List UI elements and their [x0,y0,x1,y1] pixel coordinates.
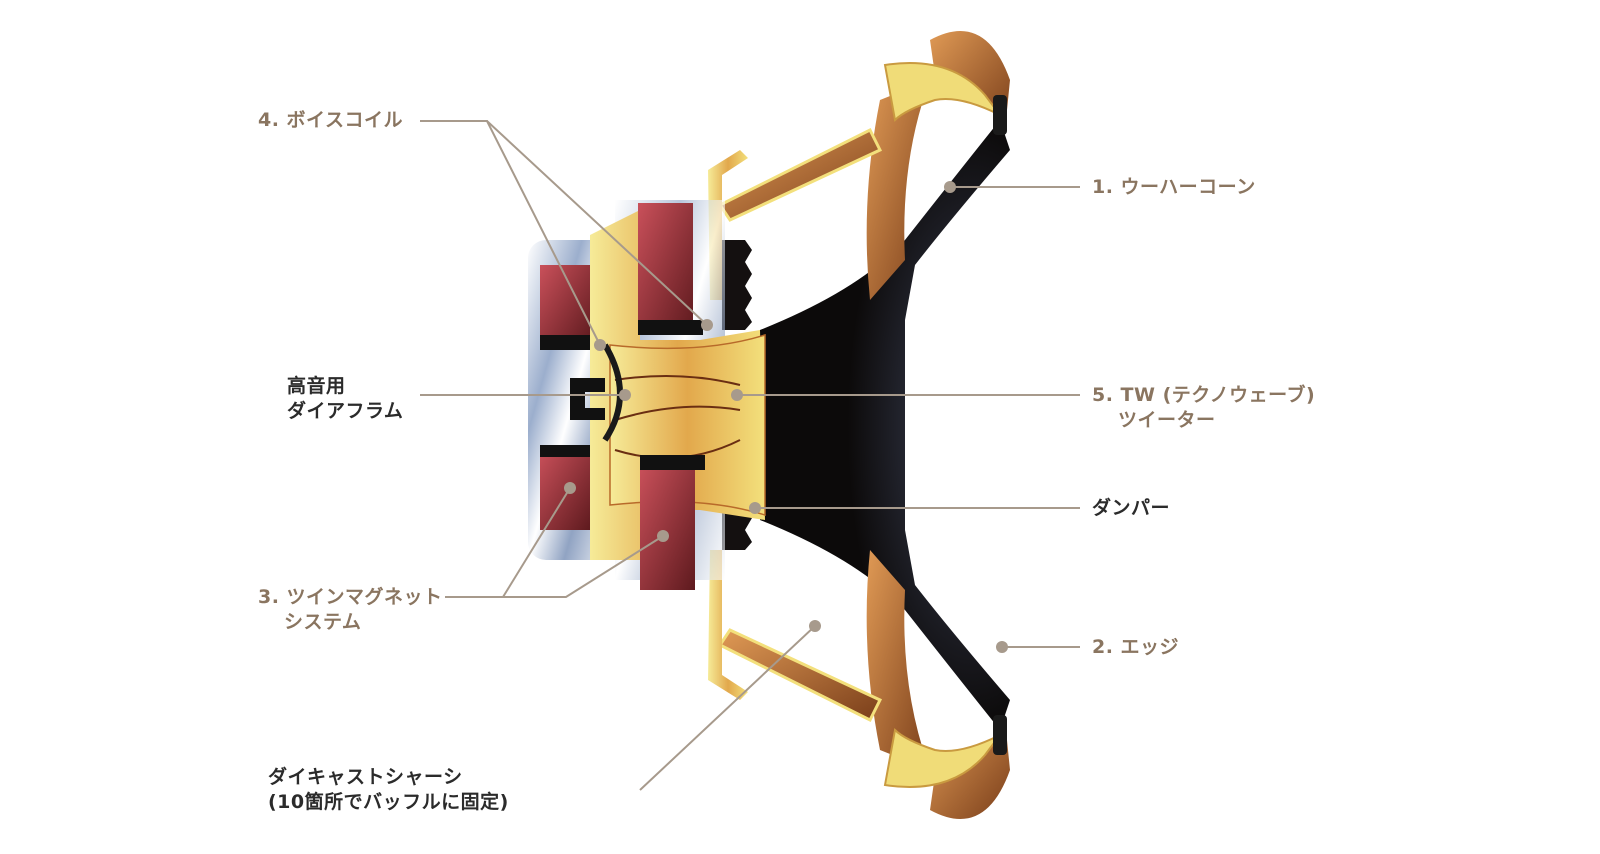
label-hf-diaphragm-line2: ダイアフラム [287,400,404,422]
label-woofer-cone: 1. ウーハーコーン [1092,176,1256,198]
label-hf-diaphragm: 高音用 ダイアフラム [287,374,403,424]
label-edge: 2. エッジ [1092,636,1180,658]
label-diecast-chassis: ダイキャストシャーシ (10箇所でバッフルに固定) [268,765,509,815]
label-hf-diaphragm-line1: 高音用 [287,375,346,397]
leader-dots [564,181,1008,653]
label-tw-tweeter-line2: ツイーター [1118,409,1216,431]
twin-magnet-graphic [540,203,705,590]
label-diecast-chassis-line1: ダイキャストシャーシ [268,766,463,788]
woofer-cone-graphic [760,31,1010,819]
label-twin-magnet: 3. ツインマグネット システム [258,585,443,635]
label-damper: ダンパー [1092,497,1171,519]
label-twin-magnet-line1: 3. ツインマグネット [258,586,443,608]
label-tw-tweeter: 5. TW (テクノウェーブ) ツイーター [1092,383,1315,433]
label-diecast-chassis-line2: (10箇所でバッフルに固定) [268,791,509,813]
leader-lines [420,120,1080,791]
label-tw-tweeter-line1: 5. TW (テクノウェーブ) [1092,384,1316,406]
label-voice-coil: 4. ボイスコイル [258,109,403,131]
label-twin-magnet-line2: システム [284,611,362,633]
